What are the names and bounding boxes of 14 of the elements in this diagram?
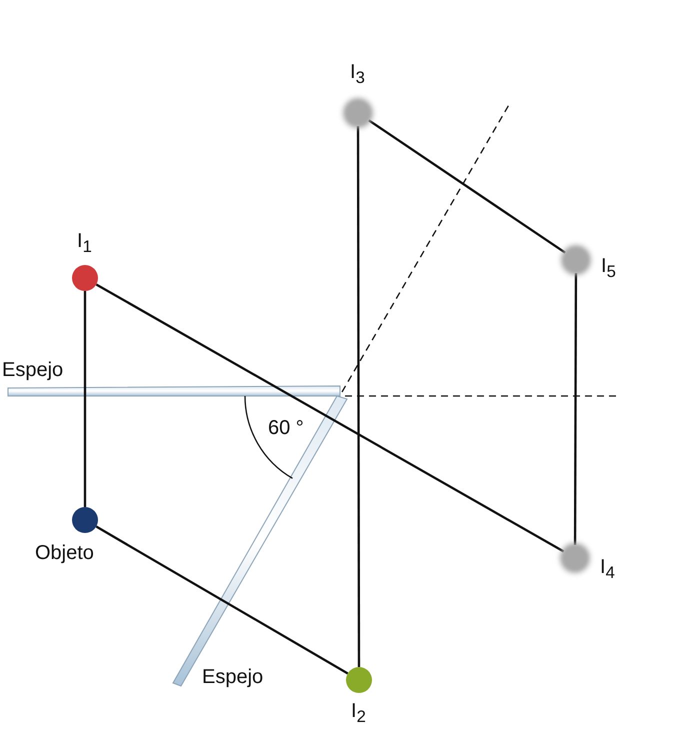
point-label: Objeto (35, 542, 94, 564)
point-label: I$_{4}$ (600, 556, 615, 584)
ray-line (84, 291, 86, 507)
ray-line (574, 273, 578, 545)
ray-line (96, 526, 348, 674)
point-label: I$_{5}$ (601, 255, 616, 283)
ray-line (356, 126, 360, 667)
ray-line (368, 119, 566, 254)
ray-line (96, 283, 564, 553)
point-label: I$_{1}$ (77, 230, 92, 258)
point-label: I$_{3}$ (350, 61, 365, 89)
point-label: I$_{2}$ (351, 700, 366, 728)
mirror-label: Espejo (202, 666, 264, 688)
mirror-label: Espejo (2, 359, 64, 381)
